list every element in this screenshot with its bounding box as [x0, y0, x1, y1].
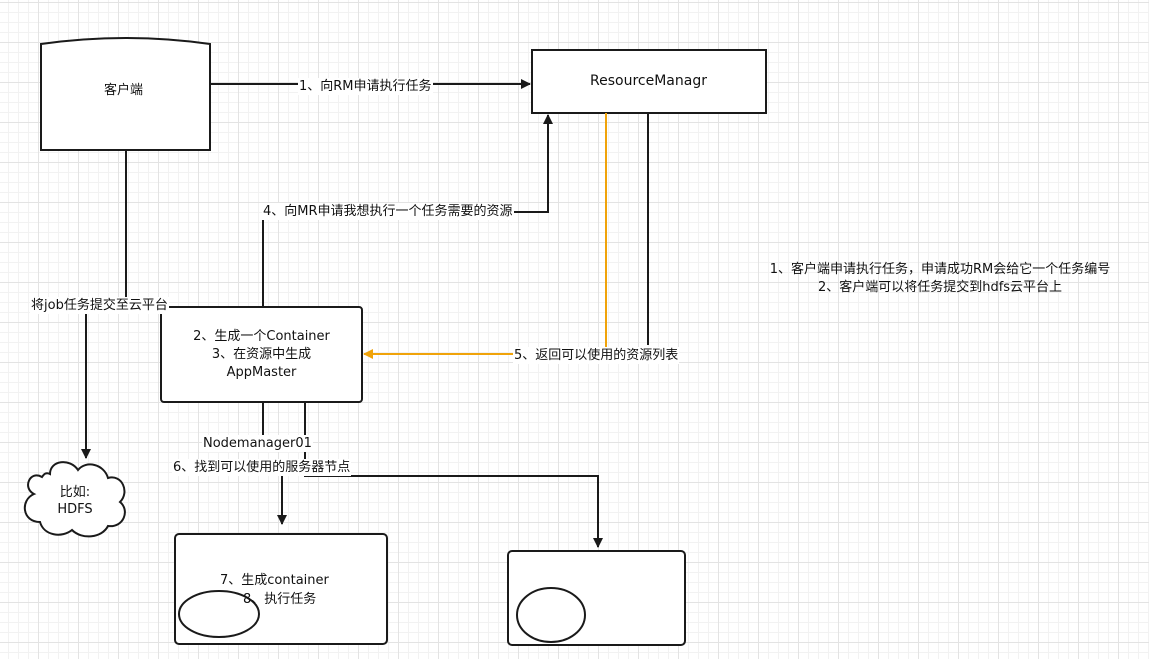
container-line-2: 8、执行任务: [243, 592, 317, 607]
arrow-rm-to-appmaster-orange: [363, 113, 607, 359]
arrow-label-find-node: 6、找到可以使用的服务器节点: [172, 459, 352, 476]
container-ellipse-2: [516, 587, 586, 643]
arrow-label-request-resources: 4、向MR申请我想执行一个任务需要的资源: [262, 203, 514, 220]
container-line-1: 7、生成container: [220, 573, 329, 588]
app-master-line-1: 2、生成一个Container: [193, 329, 330, 344]
client-shape: [40, 37, 211, 151]
app-master-line-2: 3、在资源中生成: [211, 347, 312, 362]
node-manager-label: Nodemanager01: [202, 435, 313, 452]
notes-line-2: 2、客户端可以将任务提交到hdfs云平台上: [817, 280, 1063, 295]
notes-line-1: 1、客户端申请执行任务，申请成功RM会给它一个任务编号: [769, 262, 1111, 277]
hdfs-cloud-shape: [24, 461, 126, 538]
client-label: 客户端: [104, 83, 144, 98]
resource-manager-label: ResourceManagr: [590, 73, 707, 89]
hdfs-line-2: HDFS: [57, 502, 93, 517]
arrow-label-submit-to-rm: 1、向RM申请执行任务: [298, 78, 433, 95]
resource-manager-box: [531, 49, 767, 114]
arrow-label-submit-job: 将job任务提交至云平台: [30, 297, 169, 314]
container-ellipse-1: [178, 590, 260, 638]
app-master-line-3: AppMaster: [226, 365, 297, 380]
app-master-box: [160, 306, 363, 403]
hdfs-line-1: 比如:: [59, 485, 91, 500]
arrow-label-return-resources: 5、返回可以使用的资源列表: [513, 347, 680, 364]
